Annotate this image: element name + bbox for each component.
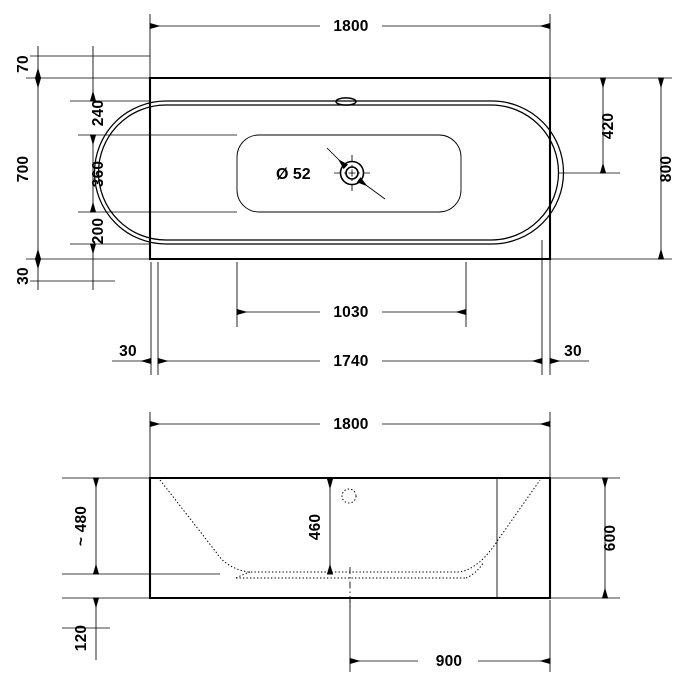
elevation-interior-profile-join-right (465, 561, 485, 579)
dim-label-360: 360 (90, 161, 107, 187)
dim-label-30-bottom-left: 30 (119, 343, 137, 360)
overflow-oval-icon (335, 97, 357, 106)
dim-label-1800-plan: 1800 (333, 18, 368, 35)
dim-label-30-top-left: 30 (15, 267, 32, 285)
elevation-interior-profile-join-left (235, 571, 251, 579)
elevation-outline (148, 476, 552, 600)
overflow-circle-hidden-icon (341, 488, 357, 504)
dim-label-600: 600 (602, 525, 619, 551)
dim-label-1030: 1030 (333, 304, 368, 321)
elevation-interior-profile (159, 479, 541, 573)
dim-label-700: 700 (15, 156, 32, 182)
drain-leader-lower (356, 177, 386, 200)
drain-diameter-text: Ø 52 (276, 166, 311, 183)
dim-label-800: 800 (658, 156, 675, 182)
dim-label-70: 70 (15, 55, 32, 73)
dim-label-30-bottom-right: 30 (564, 343, 582, 360)
dim-label-120: 120 (73, 625, 90, 651)
dim-label-900: 900 (436, 653, 462, 670)
dim-label-240: 240 (90, 100, 107, 126)
elevation-view-group: 1800 460 ~ 480 120 600 (62, 412, 620, 672)
dim-label-420: 420 (600, 113, 617, 139)
plan-inner-rim-outer (93, 100, 565, 245)
plan-view-group: Ø 52 1800 70 240 700 360 200 (15, 14, 675, 375)
drain-diameter-label: Ø 52 (276, 166, 311, 183)
dim-label-200: 200 (90, 218, 107, 244)
plan-inner-rim-inner (97, 104, 560, 241)
dim-label-480: ~ 480 (73, 506, 90, 546)
plan-bath-bottom (236, 134, 462, 213)
drain-crosshair-icon (334, 155, 370, 191)
dim-label-1740: 1740 (333, 353, 368, 370)
drain-leader-upper (326, 147, 349, 170)
dim-label-460: 460 (307, 514, 324, 540)
dim-label-1800-elevation: 1800 (333, 416, 368, 433)
